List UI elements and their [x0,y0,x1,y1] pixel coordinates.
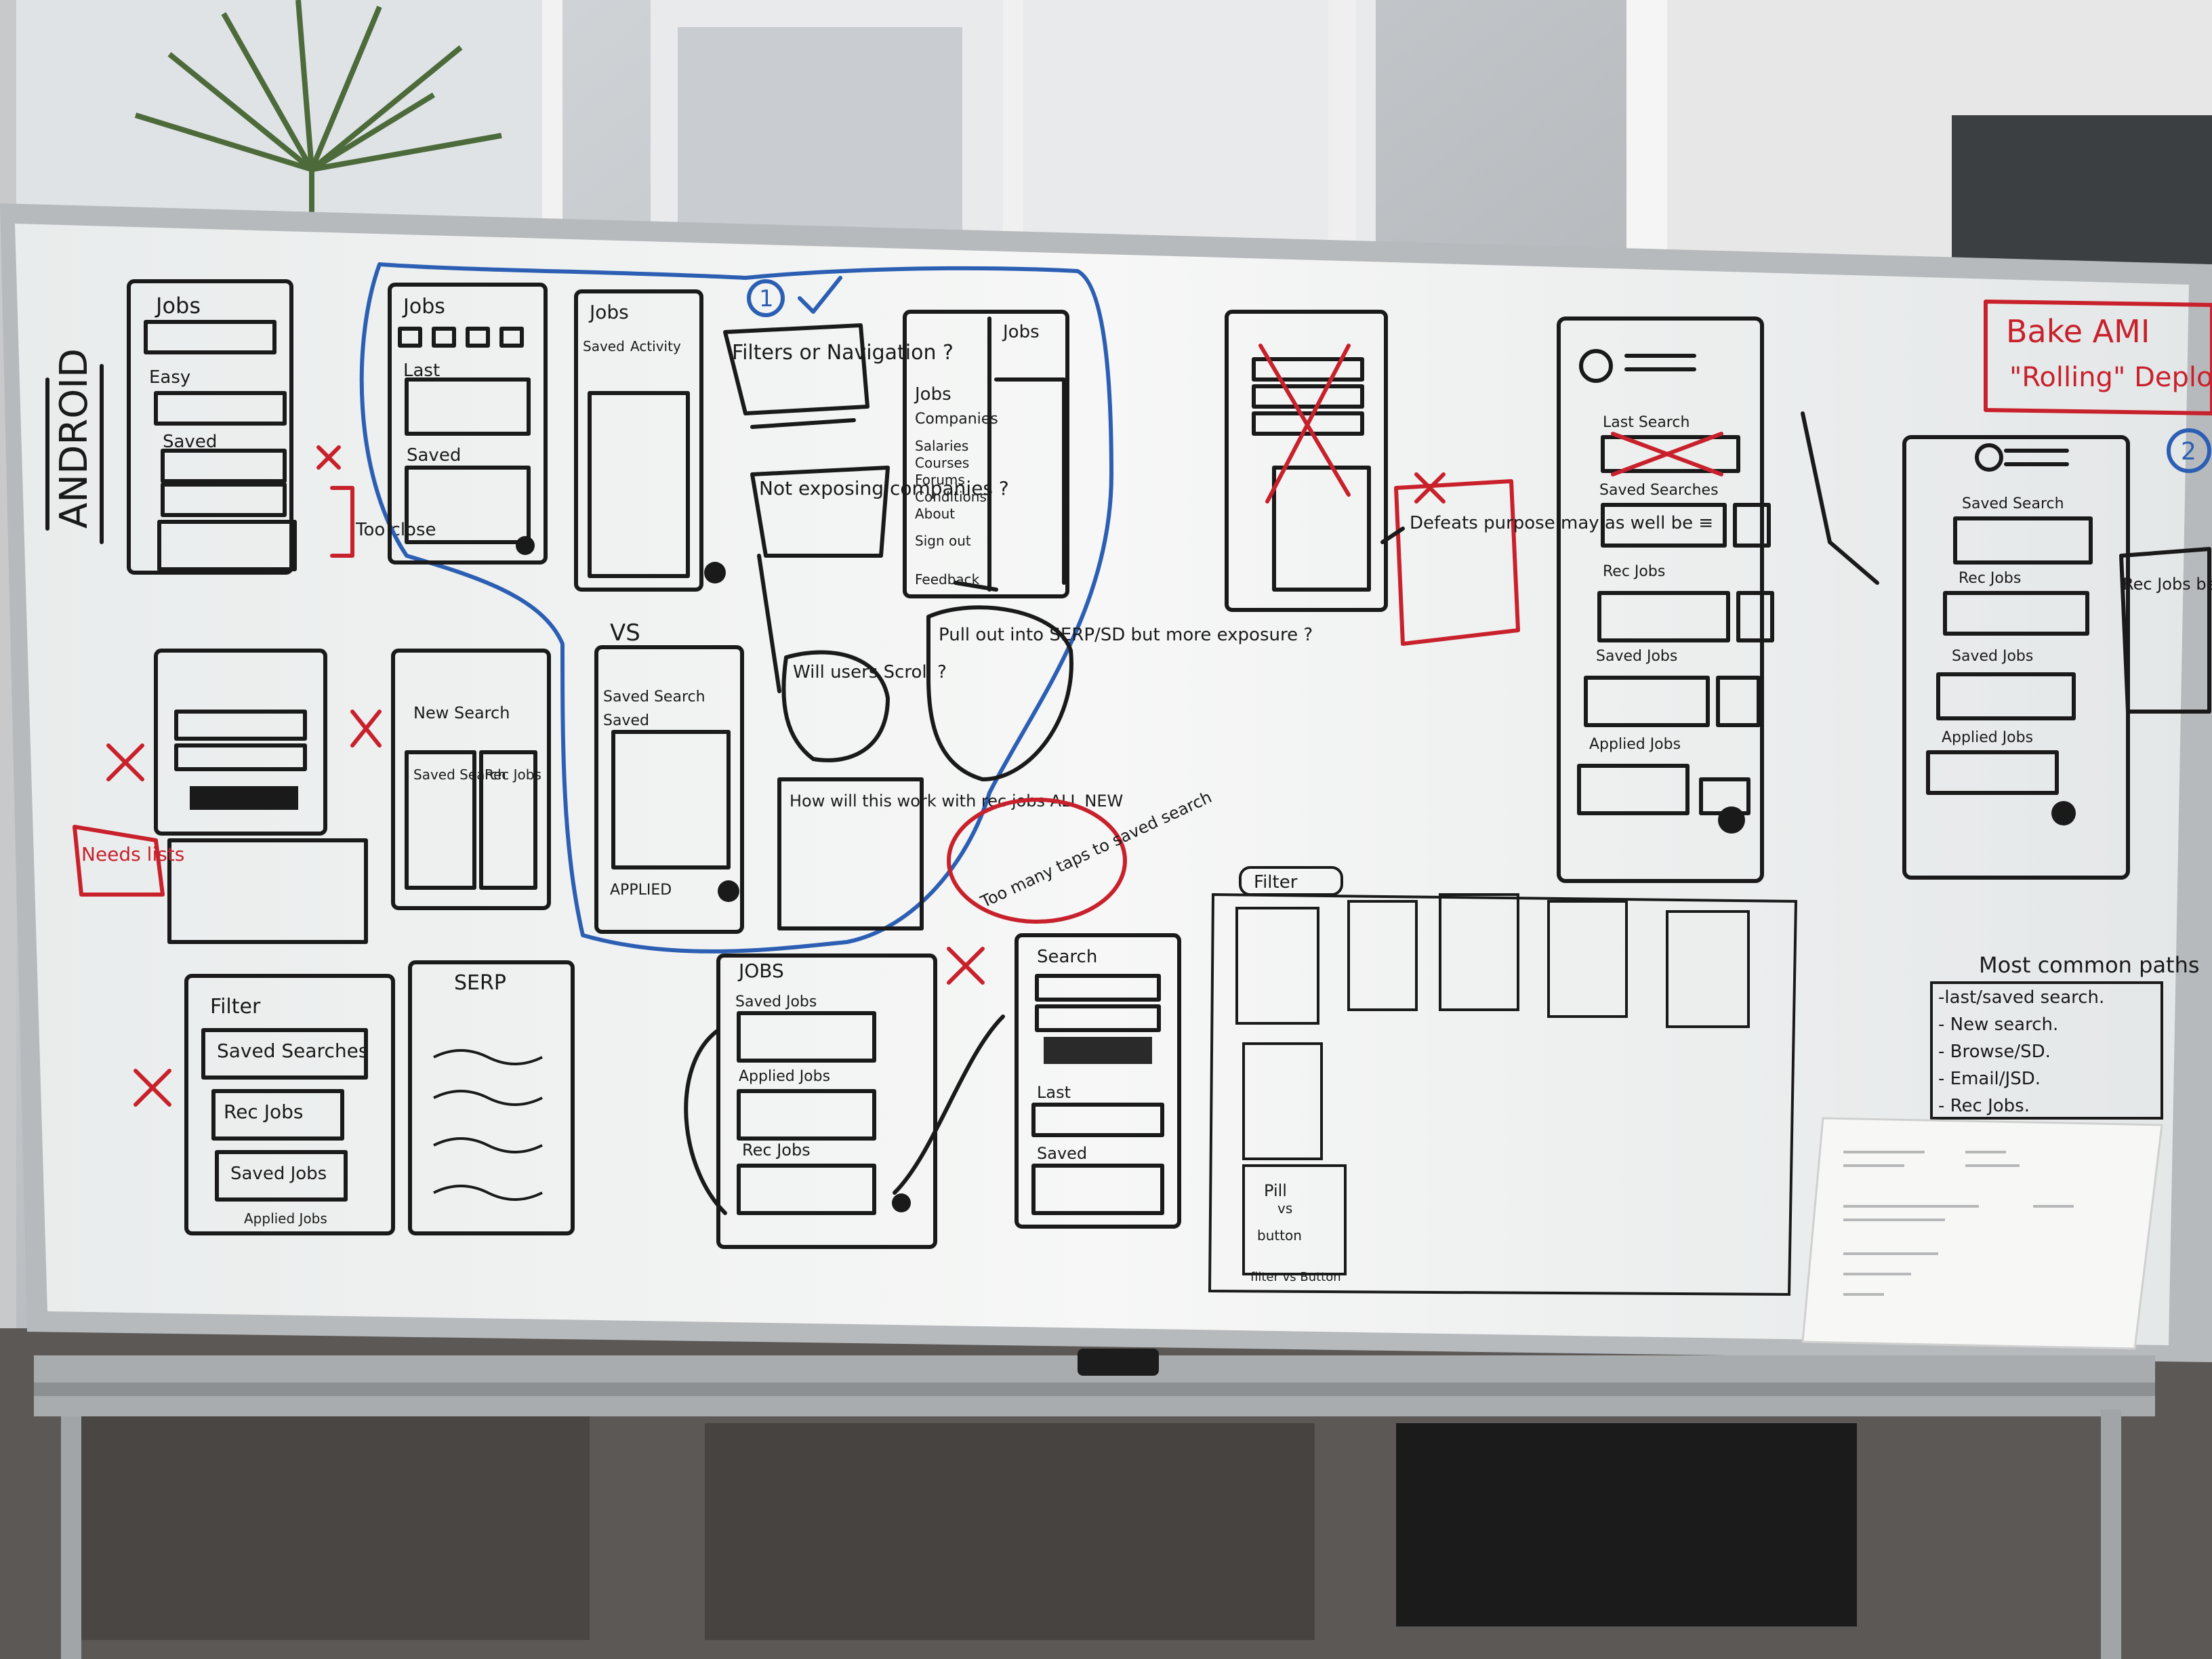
android-label: ANDROID [45,348,104,544]
sketch-phone-3: Jobs Saved Activity [574,289,726,592]
phone12-label: Saved Jobs [1952,648,2033,665]
red-note-defeats: Defeats purpose may as well be ≡ [1394,472,1713,646]
pill-label: button [1257,1227,1302,1244]
phone11-label: Applied Jobs [1589,736,1681,753]
common-paths-note: Most common paths -last/saved search. - … [1930,952,2200,1120]
phone4-item: Salaries [915,438,968,454]
pill-label: filter vs Button [1250,1270,1341,1284]
red-note-bake-ami: Bake AMI "Rolling" Deploy [1984,300,2212,415]
phone4-item: Jobs [914,384,951,405]
common-paths-title: Most common paths [1979,952,2200,978]
common-path-item: -last/saved search. [1938,987,2104,1008]
phone12-label: Saved Search [1962,495,2064,512]
phone7-label: Saved Search [603,689,705,705]
palm-plant [134,0,502,224]
bake-ami-title: Bake AMI [2006,313,2150,350]
bubble-filters-nav: Filters or Navigation ? 1 [723,276,954,415]
phone9-label: Rec Jobs [742,1141,811,1160]
android-text: ANDROID [52,348,96,529]
phone10-label: Saved [1037,1144,1087,1163]
sketch-phone-6: New Search Saved Search Rec Jobs [350,649,551,910]
sketch-phone-1: Jobs Easy Saved Too close [127,279,436,575]
phone6-label: Saved Search [413,766,506,783]
phone2-title: Jobs [402,295,445,319]
sketch-phone-5: Needs lists [73,649,368,944]
common-path-item: - New search. [1938,1015,2058,1035]
bubble-pull-out: Pull out into SERP/SD but more exposure … [926,605,1313,781]
phone9-label: Saved Jobs [735,994,817,1010]
vs-label: VS [610,619,640,647]
phone11-label: Last Search [1603,414,1689,431]
phone4-title: Jobs [1002,322,1040,342]
phone10-label: Last [1037,1083,1071,1102]
phone9-label: Applied Jobs [739,1068,830,1085]
pill-label: vs [1277,1200,1292,1216]
needs-lists-note: Needs lists [81,843,184,865]
rec-jobs-difficult-text: Rec Jobs becomes difficult ? [2123,575,2212,594]
defeats-purpose-text: Defeats purpose may as well be ≡ [1410,513,1713,533]
phone2-label: Saved [407,445,461,466]
bubble-how-work-text: How will this work with rec jobs ALL NEW [790,792,1123,811]
phone1-title: Jobs [155,293,201,319]
sketch-phone-7: Saved Search Saved APPLIED [594,645,744,934]
phone3-title: Jobs [588,301,629,323]
phone8-label: Saved Jobs [230,1164,327,1184]
paper-printout [1801,1117,2163,1350]
phone8-b: Filter [210,995,261,1019]
filter-panel: Filter Pill vs button filter vs Button [1208,866,1798,1296]
phone4-item: Conditions [915,489,987,505]
serp-title: SERP [454,971,506,995]
phone1-label: Easy [149,367,190,388]
common-path-item: - Browse/SD. [1938,1042,2051,1062]
sketch-phone-serp: SERP [408,960,575,1235]
bubble-will-users: Will users Scroll ? [781,650,947,762]
sketch-phone-12: Saved Search Rec Jobs Saved Jobs Applied… [1902,428,2211,880]
bake-ami-sub: "Rolling" Deploy [2009,362,2212,393]
sketch-phone-crossed [1225,310,1388,612]
pill-label: Pill [1264,1181,1287,1200]
phone8-label: Rec Jobs [224,1101,303,1123]
phone8-label: Saved Searches [217,1040,368,1062]
sketch-phone-9: JOBS Saved Jobs Applied Jobs Rec Jobs [716,954,937,1249]
sketch-phone-2: Jobs Last Saved [388,283,548,565]
bubble-pull-out-text: Pull out into SERP/SD but more exposure … [939,625,1313,645]
phone3-label: Activity [630,338,681,354]
bubble-not-expose-text: Not exposing companies ? [759,477,1009,499]
phone4-item: Companies [915,411,998,428]
sketch-phone-8: Filter Saved Searches Rec Jobs Saved Job… [134,974,395,1235]
circle-one: 1 [759,285,774,312]
phone12-label: Applied Jobs [1942,729,2033,746]
phone4-item: Courses [915,455,969,471]
common-path-item: - Rec Jobs. [1938,1096,2030,1116]
bubble-not-expose: Not exposing companies ? [750,466,1009,558]
phone4-item: Forums [915,472,965,488]
phone12-label: Rec Jobs [1959,570,2021,587]
phone11-label: Saved Searches [1599,482,1719,499]
bubble-rec-jobs-difficult: Rec Jobs becomes difficult ? [2119,547,2212,714]
filter-title: Filter [1254,872,1298,893]
phone8-label: Applied Jobs [244,1210,327,1227]
connector-arrows [684,411,1879,1215]
phone11-label: Rec Jobs [1603,563,1665,580]
common-path-item: - Email/JSD. [1938,1069,2041,1089]
sketch-phone-11: Last Search Saved Searches Rec Jobs Save… [1557,316,1774,883]
blue-outline-group [359,262,1113,954]
phone4-item: About [915,506,955,522]
circle-two: 2 [2181,438,2196,466]
bubble-will-users-text: Will users Scroll ? [793,662,947,682]
bubble-how-work: How will this work with rec jobs ALL NEW [777,777,1123,930]
sketch-phone-10: Search Last Saved [1015,933,1181,1229]
phone5-label: New Search [413,703,510,722]
bubble-filters-text: Filters or Navigation ? [732,341,954,365]
phone11-label: Saved Jobs [1596,648,1677,665]
sketch-phone-4: Jobs Jobs Companies Salaries Courses For… [903,310,1069,598]
phone6-label: Rec Jobs [485,766,541,783]
phone4-item: Sign out [915,533,971,549]
phone7-label: Saved [603,712,649,729]
phone10-title: Search [1037,947,1097,967]
phone9-title: JOBS [737,960,784,982]
phone3-label: Saved [583,338,625,354]
phone7-label: APPLIED [610,882,672,899]
